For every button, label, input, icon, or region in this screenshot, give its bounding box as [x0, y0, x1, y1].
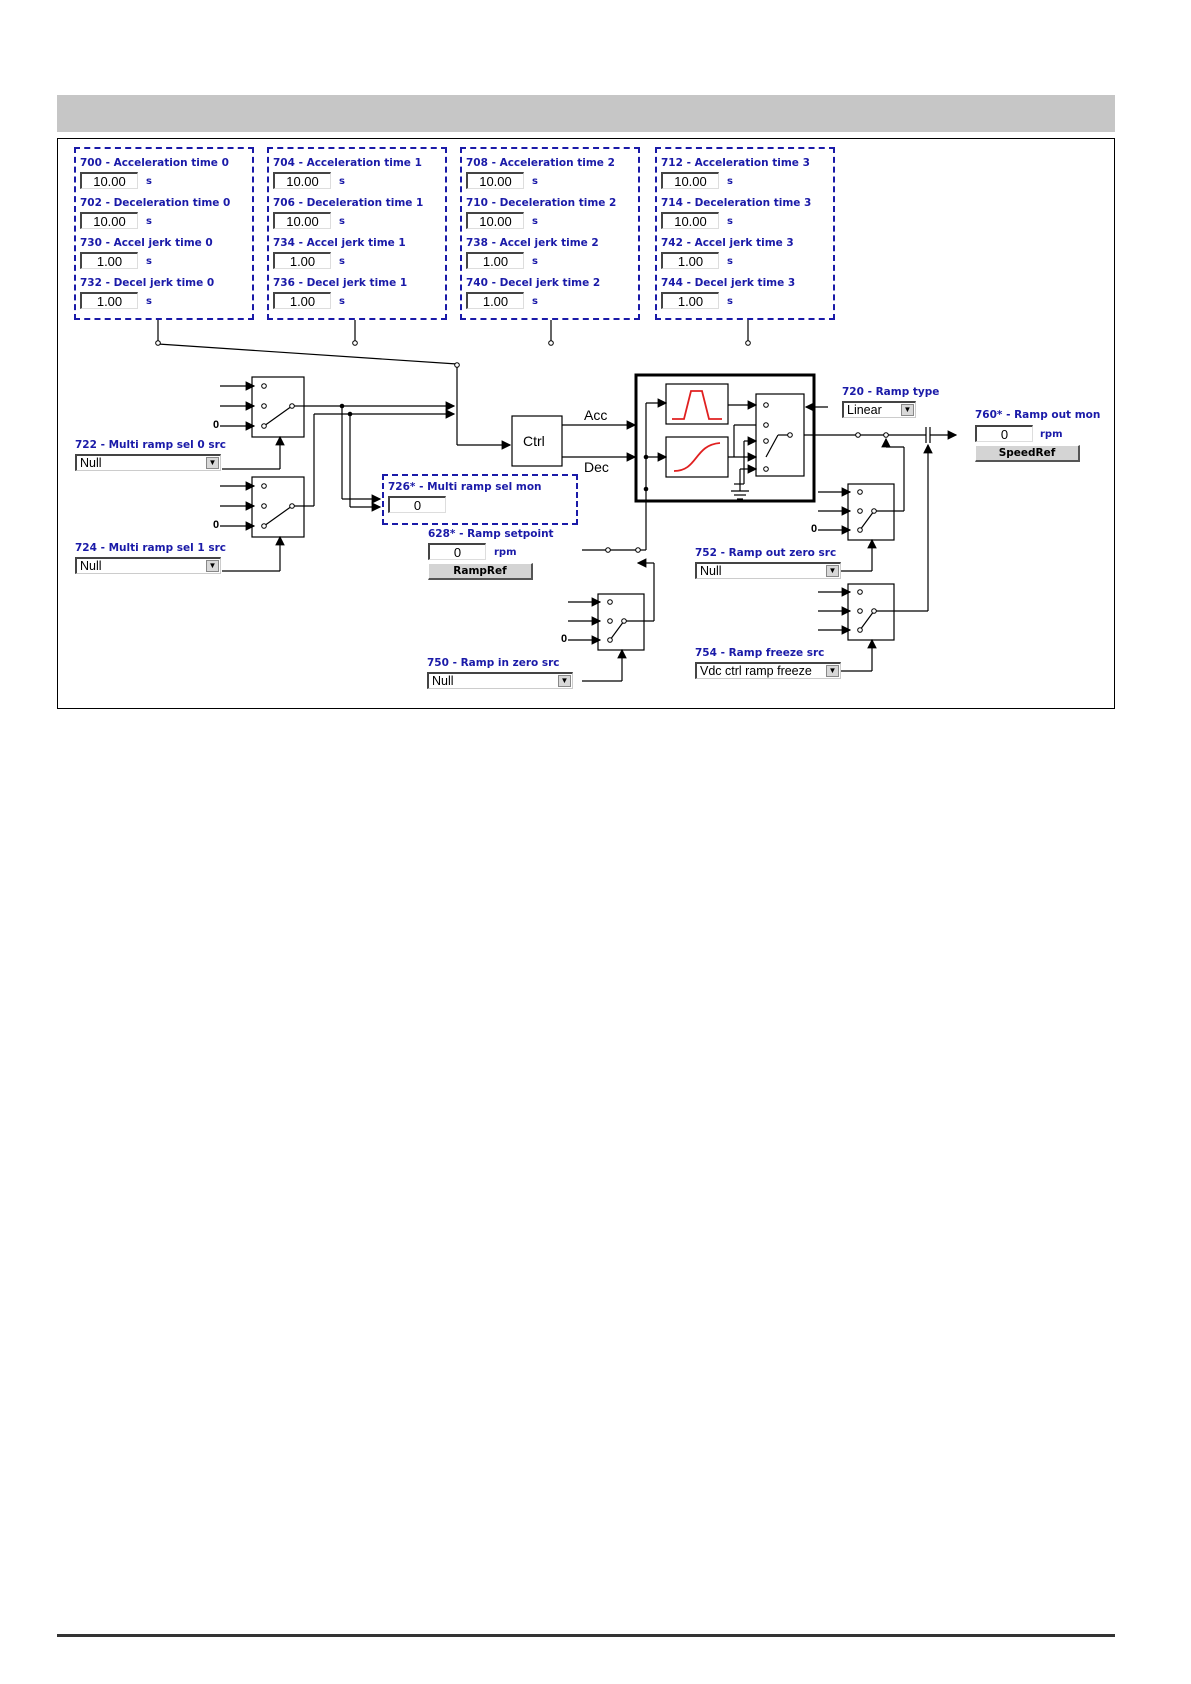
chevron-down-icon[interactable]: ▼ [206, 560, 219, 572]
ramp-group-2: 708 - Acceleration time 2 10.00 s 710 - … [460, 147, 640, 320]
ramp-type-value: Linear [847, 403, 882, 417]
chevron-down-icon[interactable]: ▼ [206, 457, 219, 469]
unit-s: s [532, 256, 538, 267]
acc-label: Acc [584, 407, 608, 423]
multi-ramp-sel1-label: 724 - Multi ramp sel 1 src [75, 542, 226, 554]
rampref-button[interactable]: RampRef [428, 563, 533, 580]
unit-s: s [727, 296, 733, 307]
multi-ramp-mon-label: 726* - Multi ramp sel mon [388, 481, 542, 493]
unit-s: s [532, 176, 538, 187]
dec-jerk-3-value[interactable]: 1.00 [661, 292, 719, 309]
ramp-setpoint-label: 628* - Ramp setpoint [428, 528, 554, 540]
acc-time-3-label: 712 - Acceleration time 3 [661, 157, 810, 169]
dec-label: Dec [584, 459, 609, 475]
acc-time-2-value[interactable]: 10.00 [466, 172, 524, 189]
unit-rpm: rpm [1040, 429, 1063, 440]
dec-time-3-value[interactable]: 10.00 [661, 212, 719, 229]
chevron-down-icon[interactable]: ▼ [558, 675, 571, 687]
dec-time-1-value[interactable]: 10.00 [273, 212, 331, 229]
dec-jerk-1-value[interactable]: 1.00 [273, 292, 331, 309]
dec-time-2-value[interactable]: 10.00 [466, 212, 524, 229]
ramp-type-label: 720 - Ramp type [842, 386, 940, 398]
acc-time-3-value[interactable]: 10.00 [661, 172, 719, 189]
unit-s: s [532, 296, 538, 307]
ramp-freeze-label: 754 - Ramp freeze src [695, 647, 825, 659]
multi-ramp-sel1-value: Null [80, 559, 102, 573]
dec-jerk-1-label: 736 - Decel jerk time 1 [273, 277, 408, 289]
zero-input-label: 0 [213, 519, 220, 531]
speedref-button[interactable]: SpeedRef [975, 445, 1080, 462]
dec-jerk-0-label: 732 - Decel jerk time 0 [80, 277, 215, 289]
acc-jerk-2-label: 738 - Accel jerk time 2 [466, 237, 599, 249]
chevron-down-icon[interactable]: ▼ [826, 665, 839, 677]
multi-ramp-mon-group: 726* - Multi ramp sel mon 0 [382, 474, 578, 525]
ramp-out-zero-value: Null [700, 564, 722, 578]
chevron-down-icon[interactable]: ▼ [826, 565, 839, 577]
ramp-in-zero-value: Null [432, 674, 454, 688]
ramp-out-zero-dropdown[interactable]: Null ▼ [695, 562, 841, 579]
multi-ramp-sel1-dropdown[interactable]: Null ▼ [75, 557, 221, 574]
zero-input-label: 0 [213, 419, 220, 431]
acc-jerk-3-value[interactable]: 1.00 [661, 252, 719, 269]
ramp-out-mon-value: 0 [975, 425, 1033, 442]
unit-s: s [146, 216, 152, 227]
ramp-type-dropdown[interactable]: Linear ▼ [842, 401, 916, 418]
zero-input-label: 0 [811, 523, 818, 535]
unit-s: s [727, 256, 733, 267]
unit-s: s [727, 176, 733, 187]
ramp-group-0: 700 - Acceleration time 0 10.00 s 702 - … [74, 147, 254, 320]
unit-s: s [146, 256, 152, 267]
dec-jerk-2-label: 740 - Decel jerk time 2 [466, 277, 601, 289]
acc-jerk-0-label: 730 - Accel jerk time 0 [80, 237, 213, 249]
ctrl-block-label: Ctrl [523, 433, 545, 449]
unit-s: s [146, 296, 152, 307]
acc-time-1-value[interactable]: 10.00 [273, 172, 331, 189]
multi-ramp-sel0-value: Null [80, 456, 102, 470]
dec-time-2-label: 710 - Deceleration time 2 [466, 197, 617, 209]
multi-ramp-sel0-dropdown[interactable]: Null ▼ [75, 454, 221, 471]
multi-ramp-sel0-label: 722 - Multi ramp sel 0 src [75, 439, 226, 451]
unit-s: s [339, 216, 345, 227]
diagram-wiring [155, 320, 958, 682]
acc-jerk-1-value[interactable]: 1.00 [273, 252, 331, 269]
unit-s: s [727, 216, 733, 227]
ramp-freeze-dropdown[interactable]: Vdc ctrl ramp freeze ▼ [695, 662, 841, 679]
page-header-bar [57, 95, 1115, 132]
ramp-out-mon-label: 760* - Ramp out mon [975, 409, 1101, 421]
dec-jerk-3-label: 744 - Decel jerk time 3 [661, 277, 796, 289]
page-footer-rule [57, 1634, 1115, 1637]
ramp-curve-icons [672, 390, 722, 472]
acc-time-0-value[interactable]: 10.00 [80, 172, 138, 189]
dec-time-0-label: 702 - Deceleration time 0 [80, 197, 231, 209]
zero-input-label: 0 [561, 633, 568, 645]
unit-s: s [339, 176, 345, 187]
dec-jerk-0-value[interactable]: 1.00 [80, 292, 138, 309]
ramp-freeze-value: Vdc ctrl ramp freeze [700, 664, 812, 678]
unit-s: s [339, 296, 345, 307]
acc-jerk-2-value[interactable]: 1.00 [466, 252, 524, 269]
dec-time-1-label: 706 - Deceleration time 1 [273, 197, 424, 209]
ramp-group-1: 704 - Acceleration time 1 10.00 s 706 - … [267, 147, 447, 320]
dec-jerk-2-value[interactable]: 1.00 [466, 292, 524, 309]
acc-time-0-label: 700 - Acceleration time 0 [80, 157, 229, 169]
ramp-out-zero-label: 752 - Ramp out zero src [695, 547, 837, 559]
acc-jerk-0-value[interactable]: 1.00 [80, 252, 138, 269]
unit-s: s [146, 176, 152, 187]
acc-time-1-label: 704 - Acceleration time 1 [273, 157, 422, 169]
chevron-down-icon[interactable]: ▼ [901, 404, 914, 416]
dec-time-3-label: 714 - Deceleration time 3 [661, 197, 812, 209]
ramp-block-diagram: 700 - Acceleration time 0 10.00 s 702 - … [57, 138, 1115, 709]
ramp-in-zero-label: 750 - Ramp in zero src [427, 657, 560, 669]
ramp-in-zero-dropdown[interactable]: Null ▼ [427, 672, 573, 689]
unit-rpm: rpm [494, 547, 517, 558]
unit-s: s [532, 216, 538, 227]
acc-jerk-3-label: 742 - Accel jerk time 3 [661, 237, 794, 249]
ramp-group-3: 712 - Acceleration time 3 10.00 s 714 - … [655, 147, 835, 320]
ramp-setpoint-value: 0 [428, 543, 486, 560]
dec-time-0-value[interactable]: 10.00 [80, 212, 138, 229]
acc-jerk-1-label: 734 - Accel jerk time 1 [273, 237, 406, 249]
multi-ramp-mon-value: 0 [388, 496, 446, 513]
acc-time-2-label: 708 - Acceleration time 2 [466, 157, 615, 169]
unit-s: s [339, 256, 345, 267]
